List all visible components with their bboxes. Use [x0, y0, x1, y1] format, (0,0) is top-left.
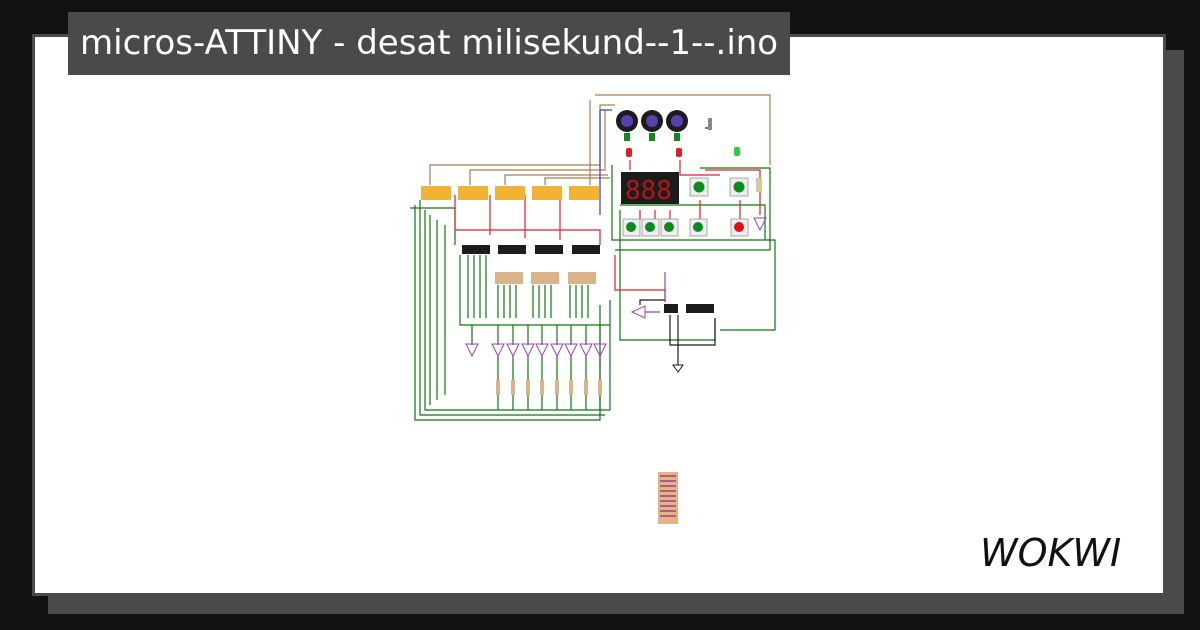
logo-text: WOKWI: [980, 531, 1121, 575]
svg-text:888: 888: [625, 176, 672, 206]
wokwi-logo-icon: WOKWI: [980, 531, 1121, 575]
project-title: micros-ATTINY - desat milisekund--1--.in…: [68, 12, 791, 75]
diagram-canvas: [32, 34, 1166, 596]
